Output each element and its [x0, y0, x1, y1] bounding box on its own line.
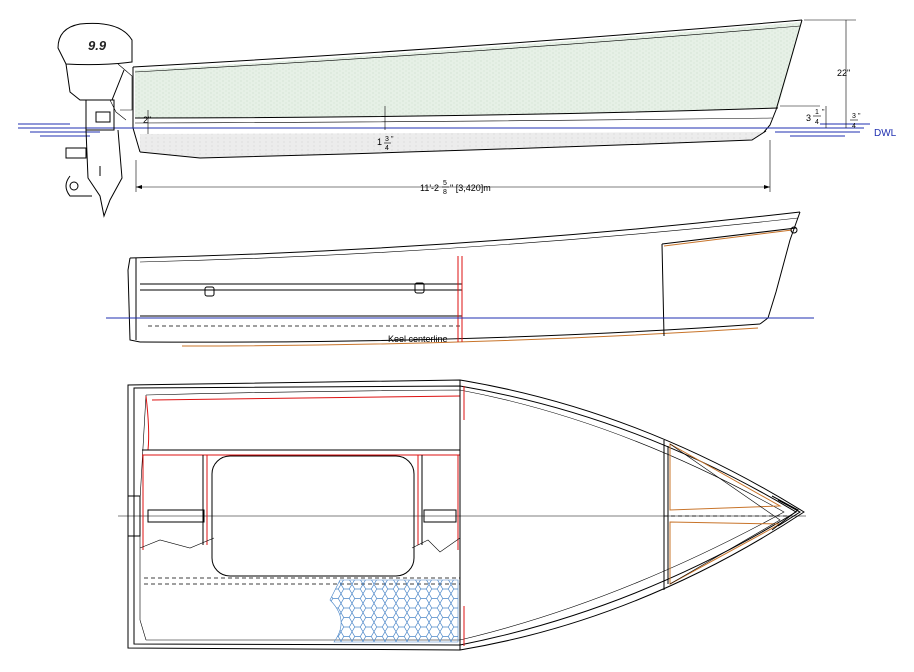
plan-locker-opening: [211, 455, 415, 577]
keel-centerline-label: Keel centerline: [388, 334, 448, 344]
interior-sheer: [129, 211, 801, 259]
length-label-prefix: 11'-2: [420, 183, 439, 193]
transom-freeboard-dimension: 2": [143, 110, 151, 134]
svg-text:4: 4: [852, 123, 856, 130]
waterline-label: DWL: [874, 128, 897, 139]
svg-text:5: 5: [443, 180, 447, 187]
rocker-dimension: 1 3 4 ": [377, 106, 394, 152]
hull-side-fill: [135, 22, 802, 118]
depth-dimension: 22": [780, 19, 856, 128]
svg-text:4: 4: [385, 145, 389, 152]
motor-cowling: [57, 22, 133, 66]
svg-text:": ": [858, 113, 861, 120]
bow-height-dimension: 3 1 4 ": [806, 106, 827, 128]
chine-line: [134, 107, 779, 119]
depth-label: 22": [837, 68, 850, 78]
plan-outer-hull: [127, 379, 805, 651]
length-label-suffix: " [3,420]m: [450, 183, 491, 193]
hull-bottom-fill: [140, 132, 764, 158]
bow-stem: [763, 19, 803, 133]
plan-view: [118, 379, 806, 651]
draft-dimension: 3 4 ": [850, 113, 861, 130]
length-dimension: 11'-2 5 8 " [3,420]m: [135, 140, 771, 196]
svg-text:": ": [391, 136, 394, 143]
svg-text:2": 2": [143, 115, 151, 125]
interior-profile-view: Keel centerline: [106, 211, 814, 347]
svg-text:1: 1: [377, 137, 382, 147]
sheer-line: [132, 19, 803, 68]
outboard-motor: 9.9: [57, 22, 133, 218]
interior-transom: [127, 257, 141, 343]
svg-text:3: 3: [806, 113, 811, 123]
svg-text:8: 8: [443, 189, 447, 196]
svg-text:": ": [822, 109, 825, 116]
svg-text:4: 4: [815, 119, 819, 126]
svg-text:3: 3: [852, 113, 856, 120]
interior-keel: [139, 323, 761, 343]
svg-text:3: 3: [385, 136, 389, 143]
svg-text:1: 1: [815, 109, 819, 116]
plan-floor-mesh: [329, 579, 459, 643]
profile-view: DWL 9.9 22" 3 1: [18, 19, 897, 218]
plan-bow-deck: [669, 443, 782, 511]
interior-stem: [759, 211, 801, 325]
motor-label: 9.9: [88, 38, 107, 53]
keel-line: [139, 130, 767, 159]
